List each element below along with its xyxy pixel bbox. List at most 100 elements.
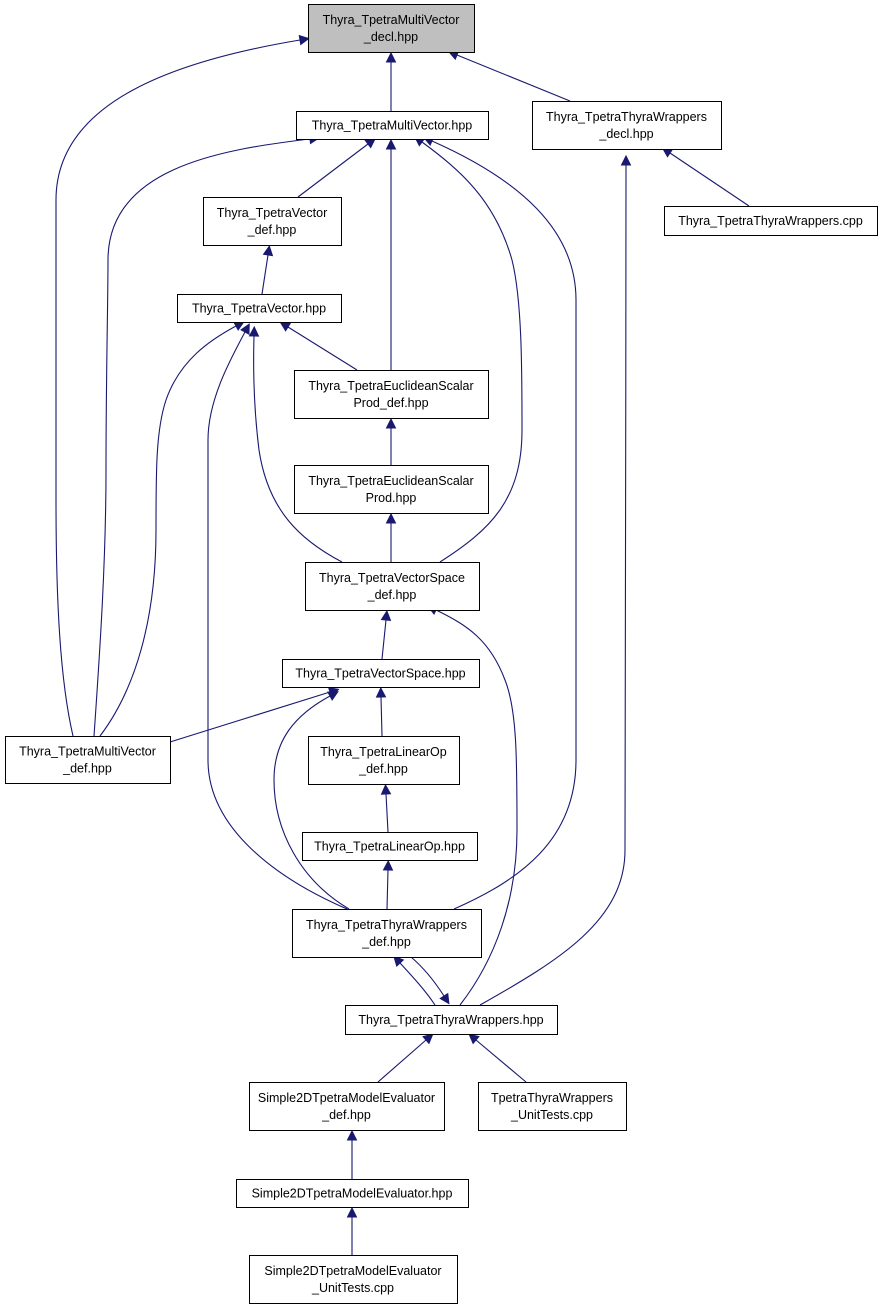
node-box[interactable] bbox=[294, 370, 489, 419]
edge-line bbox=[287, 326, 358, 371]
node-box[interactable] bbox=[249, 1082, 445, 1131]
node-label-line: Thyra_TpetraEuclideanScalar bbox=[308, 474, 473, 488]
node-box[interactable] bbox=[236, 1179, 469, 1208]
edge-s2d_ut-to-s2d_hpp bbox=[346, 1206, 358, 1255]
node-label-line: Prod.hpp bbox=[366, 491, 417, 505]
edge-line bbox=[456, 54, 571, 102]
node-box[interactable] bbox=[294, 465, 489, 514]
edge-line bbox=[386, 869, 389, 910]
node-box[interactable] bbox=[292, 909, 482, 958]
node-box[interactable] bbox=[308, 736, 460, 785]
arrowhead-icon bbox=[385, 417, 397, 429]
node-box[interactable] bbox=[305, 562, 480, 611]
edge-vec_def-to-mv_hpp bbox=[297, 137, 377, 198]
arrowhead-icon bbox=[468, 1033, 480, 1045]
node-box[interactable] bbox=[308, 4, 475, 53]
node-label-line: Thyra_TpetraEuclideanScalar bbox=[308, 379, 473, 393]
edge-wr_def-to-vs_hpp bbox=[273, 691, 350, 910]
arrowhead-icon bbox=[439, 992, 450, 1005]
node-label-line: Thyra_TpetraMultiVector.hpp bbox=[312, 119, 473, 133]
arrowhead-icon bbox=[422, 1033, 434, 1045]
node-vec_hpp[interactable]: Thyra_TpetraVector.hpp bbox=[177, 294, 342, 323]
node-label-line: Simple2DTpetraModelEvaluator bbox=[264, 1264, 441, 1278]
edge-line bbox=[399, 962, 436, 1006]
node-vs_def[interactable]: Thyra_TpetraVectorSpace_def.hpp bbox=[305, 562, 480, 611]
arrowhead-icon bbox=[298, 34, 310, 46]
node-mv_hpp[interactable]: Thyra_TpetraMultiVector.hpp bbox=[296, 111, 489, 140]
edge-esp_def-to-mv_hpp bbox=[385, 138, 397, 370]
nodes-layer: Thyra_TpetraMultiVector_decl.hppThyra_Tp… bbox=[5, 4, 878, 1304]
edge-line bbox=[93, 138, 311, 737]
node-mv_decl[interactable]: Thyra_TpetraMultiVector_decl.hpp bbox=[308, 4, 475, 53]
edge-line bbox=[55, 39, 301, 737]
node-wr_hpp[interactable]: Thyra_TpetraThyraWrappers.hpp bbox=[345, 1005, 558, 1035]
edge-wr_def-to-mv_hpp bbox=[422, 136, 577, 910]
edge-wr_decl-to-mv_decl bbox=[447, 50, 571, 102]
node-label-line: _UnitTests.cpp bbox=[510, 1108, 593, 1122]
node-box[interactable] bbox=[249, 1255, 458, 1304]
edge-wr_cpp-to-wr_decl bbox=[661, 147, 750, 207]
arrowhead-icon bbox=[327, 691, 339, 701]
node-label-line: _def.hpp bbox=[321, 1108, 371, 1122]
node-box[interactable] bbox=[302, 832, 478, 861]
node-vec_def[interactable]: Thyra_TpetraVector_def.hpp bbox=[203, 197, 342, 246]
node-box[interactable] bbox=[282, 659, 480, 688]
arrowhead-icon bbox=[262, 244, 274, 257]
arrowhead-icon bbox=[385, 51, 397, 63]
node-box[interactable] bbox=[664, 206, 878, 236]
edge-mv_hpp-to-mv_decl bbox=[385, 51, 397, 111]
edge-mv_def-to-vs_hpp bbox=[169, 687, 340, 743]
node-label-line: Prod_def.hpp bbox=[353, 396, 428, 410]
node-box[interactable] bbox=[478, 1082, 627, 1131]
node-s2d_hpp[interactable]: Simple2DTpetraModelEvaluator.hpp bbox=[236, 1179, 469, 1208]
arrowhead-icon bbox=[240, 323, 250, 335]
edge-line bbox=[410, 956, 445, 997]
node-label-line: Thyra_TpetraLinearOp bbox=[320, 745, 447, 759]
node-box[interactable] bbox=[345, 1005, 558, 1035]
edge-line bbox=[421, 141, 523, 563]
edge-line bbox=[669, 152, 750, 207]
node-wr_ut[interactable]: TpetraThyraWrappers_UnitTests.cpp bbox=[478, 1082, 627, 1131]
edge-esp_hpp-to-esp_def bbox=[385, 417, 397, 465]
node-label-line: Thyra_TpetraVector bbox=[217, 206, 327, 220]
node-label-line: Thyra_TpetraThyraWrappers bbox=[306, 918, 467, 932]
edge-wr_def-to-wr_hpp bbox=[410, 956, 450, 1005]
edge-lo_def-to-vs_hpp bbox=[375, 686, 387, 737]
node-label-line: Thyra_TpetraThyraWrappers.cpp bbox=[678, 214, 863, 228]
node-label-line: Thyra_TpetraThyraWrappers bbox=[546, 110, 707, 124]
node-s2d_def[interactable]: Simple2DTpetraModelEvaluator_def.hpp bbox=[249, 1082, 445, 1131]
node-lo_hpp[interactable]: Thyra_TpetraLinearOp.hpp bbox=[302, 832, 478, 861]
edge-line bbox=[385, 793, 389, 833]
edge-s2d_def-to-wr_hpp bbox=[377, 1033, 434, 1083]
edge-lo_hpp-to-lo_def bbox=[380, 783, 392, 833]
node-lo_def[interactable]: Thyra_TpetraLinearOp _def.hpp bbox=[308, 736, 460, 785]
edge-line bbox=[297, 143, 369, 198]
node-label-line: Thyra_TpetraVectorSpace.hpp bbox=[295, 667, 465, 681]
node-label-line: _def.hpp bbox=[361, 935, 411, 949]
node-box[interactable] bbox=[5, 736, 171, 784]
node-box[interactable] bbox=[203, 197, 342, 246]
node-label-line: _def.hpp bbox=[358, 762, 408, 776]
node-mv_def[interactable]: Thyra_TpetraMultiVector_def.hpp bbox=[5, 736, 171, 784]
node-box[interactable] bbox=[532, 101, 722, 150]
node-wr_cpp[interactable]: Thyra_TpetraThyraWrappers.cpp bbox=[664, 206, 878, 236]
arrowhead-icon bbox=[382, 859, 394, 871]
arrowhead-icon bbox=[248, 325, 260, 337]
node-box[interactable] bbox=[177, 294, 342, 323]
node-label-line: Thyra_TpetraLinearOp.hpp bbox=[314, 840, 465, 854]
node-s2d_ut[interactable]: Simple2DTpetraModelEvaluator_UnitTests.c… bbox=[249, 1255, 458, 1304]
edge-line bbox=[253, 335, 343, 563]
node-wr_decl[interactable]: Thyra_TpetraThyraWrappers _decl.hpp bbox=[532, 101, 722, 150]
edge-s2d_hpp-to-s2d_def bbox=[346, 1129, 358, 1179]
edge-line bbox=[169, 691, 331, 743]
node-vs_hpp[interactable]: Thyra_TpetraVectorSpace.hpp bbox=[282, 659, 480, 688]
node-label-line: _decl.hpp bbox=[598, 127, 653, 141]
node-box[interactable] bbox=[296, 111, 489, 140]
node-wr_def[interactable]: Thyra_TpetraThyraWrappers _def.hpp bbox=[292, 909, 482, 958]
arrowhead-icon bbox=[346, 1206, 358, 1218]
arrowhead-icon bbox=[385, 138, 397, 150]
edge-vec_hpp-to-vec_def bbox=[261, 244, 274, 295]
